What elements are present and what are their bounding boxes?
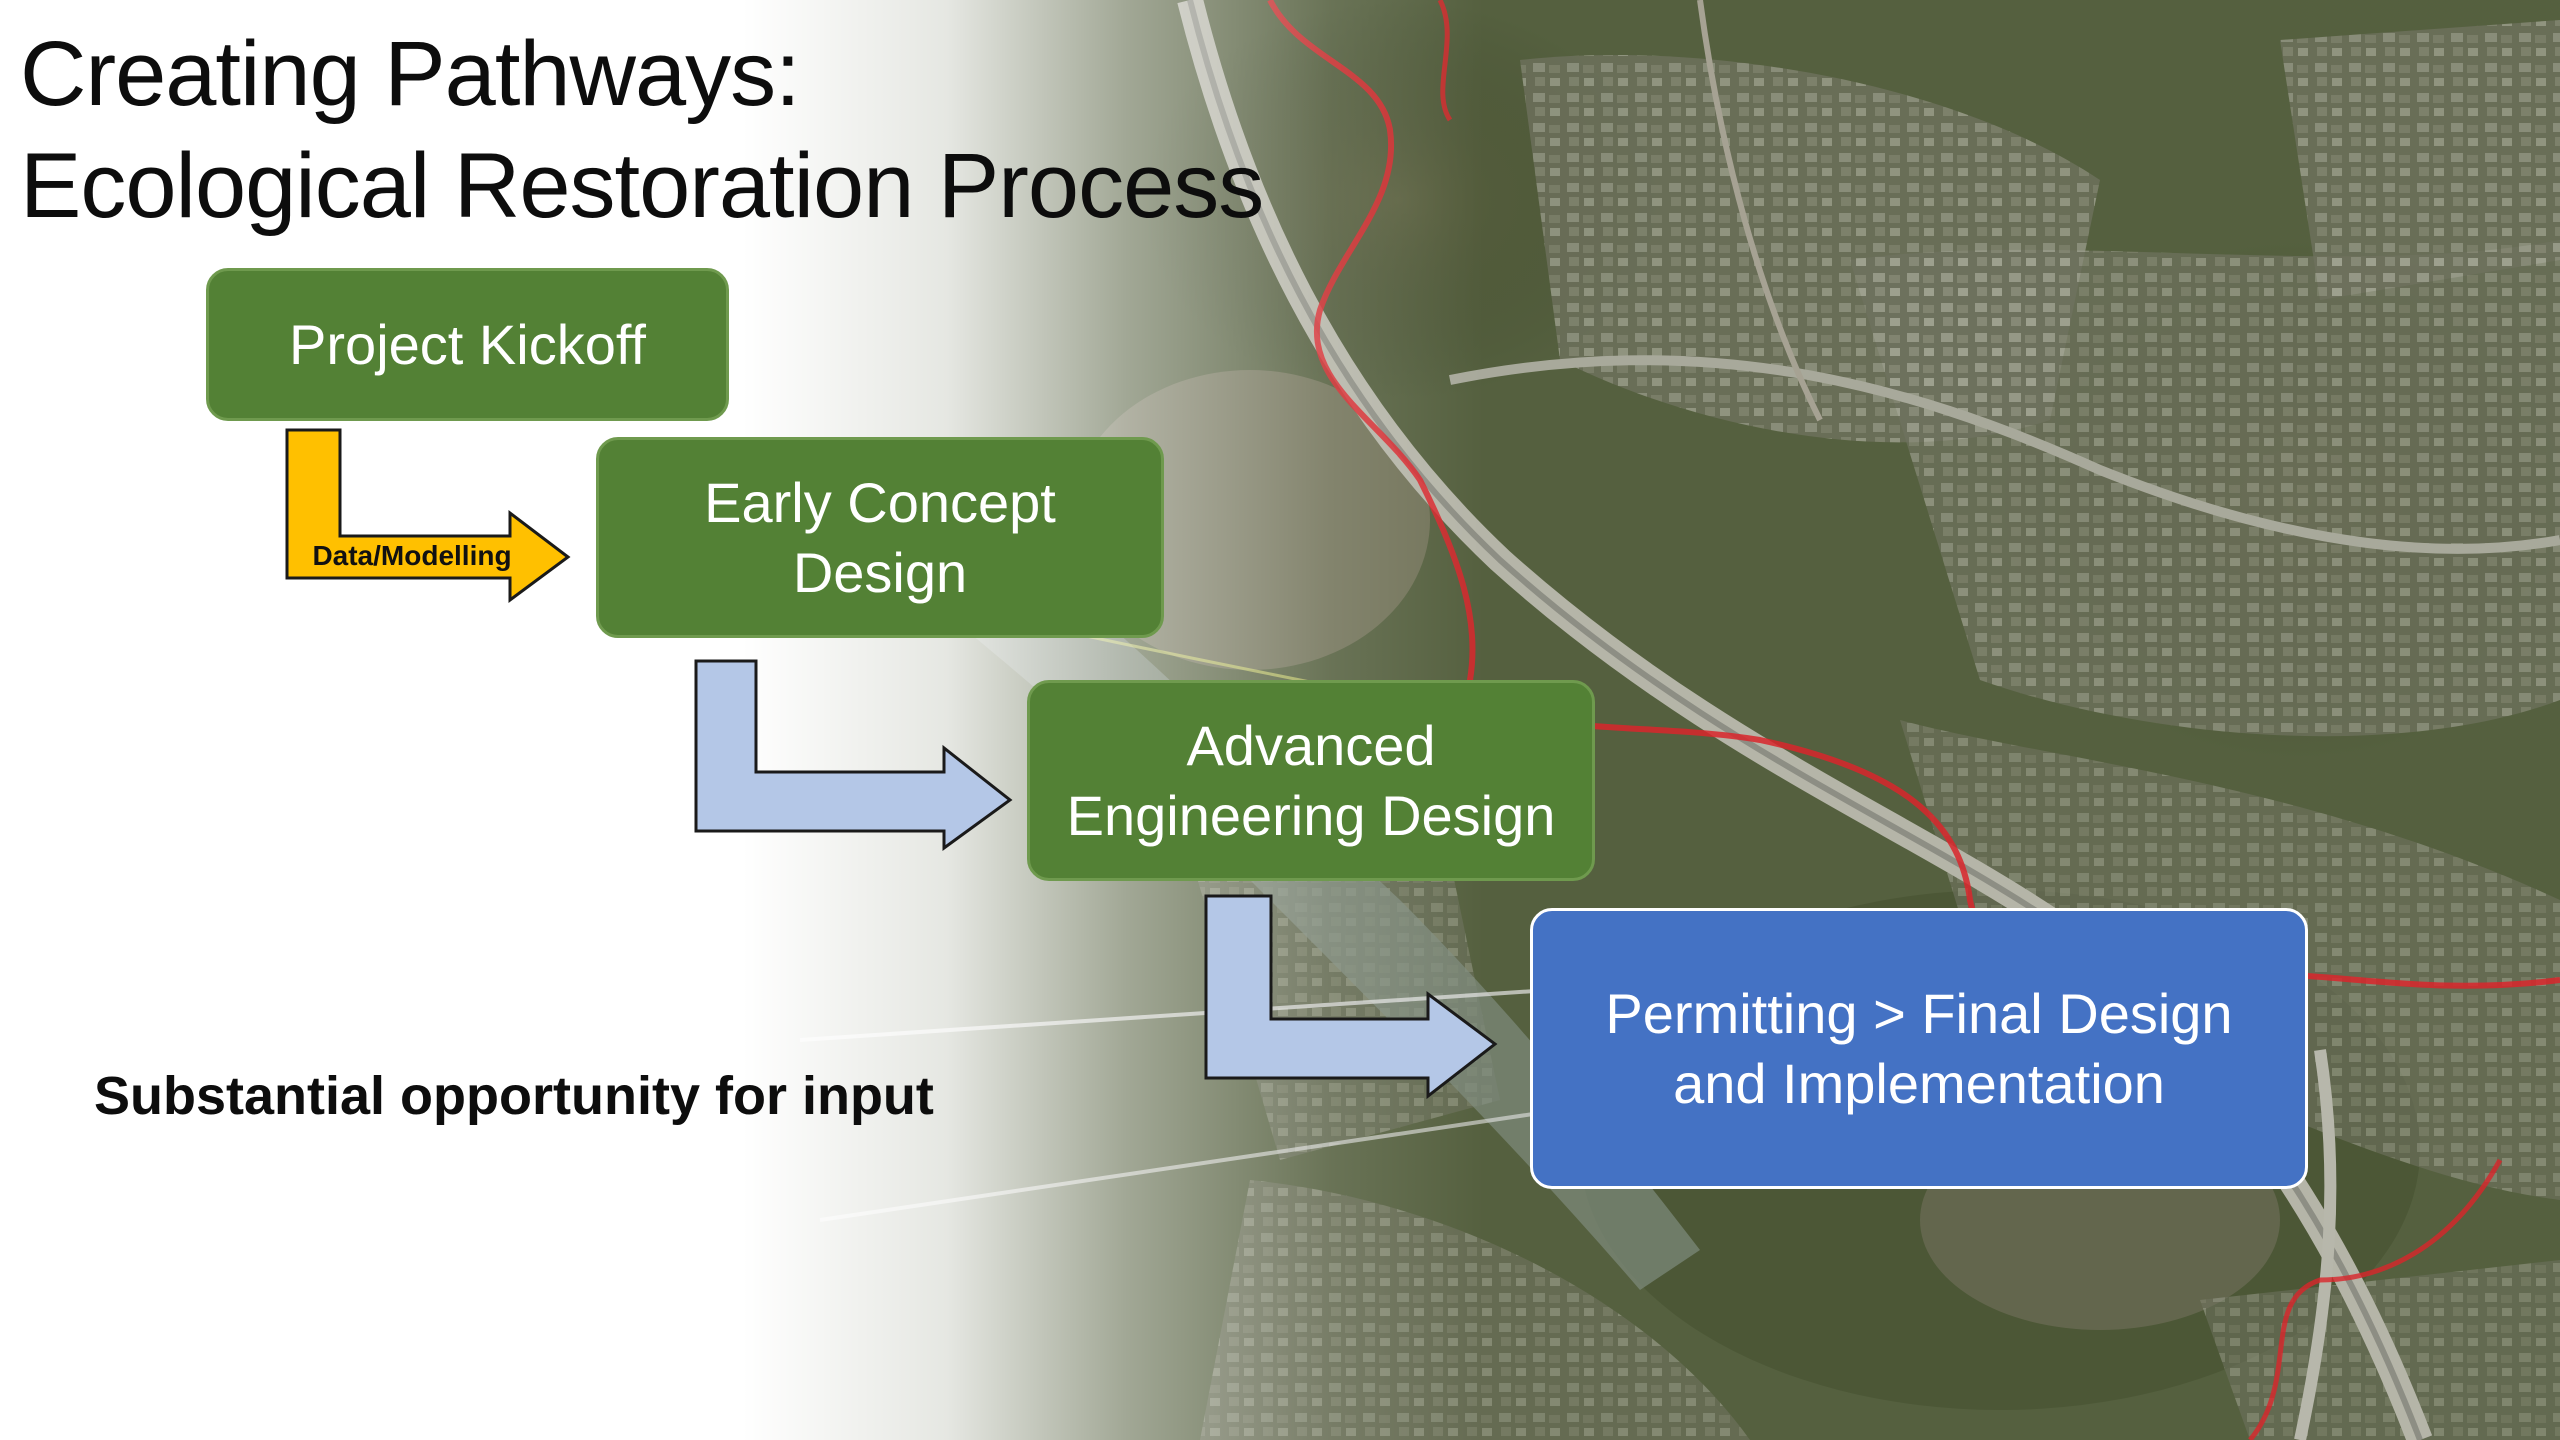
step-label: Advanced Engineering Design <box>1066 713 1556 847</box>
step-label: Early Concept Design <box>704 470 1056 604</box>
step-early-concept-design: Early Concept Design <box>596 437 1164 638</box>
slide-title-line-2: Ecological Restoration Process <box>20 135 1264 237</box>
step-label: Project Kickoff <box>289 312 646 376</box>
opportunity-note: Substantial opportunity for input <box>94 1066 934 1126</box>
step-advanced-engineering-design: Advanced Engineering Design <box>1027 680 1595 881</box>
slide-title-line-1: Creating Pathways: <box>20 23 801 125</box>
step-project-kickoff: Project Kickoff <box>206 268 729 421</box>
step-permitting-final-design: Permitting > Final Design and Implementa… <box>1530 908 2308 1189</box>
step-label: Permitting > Final Design and Implementa… <box>1605 981 2233 1115</box>
